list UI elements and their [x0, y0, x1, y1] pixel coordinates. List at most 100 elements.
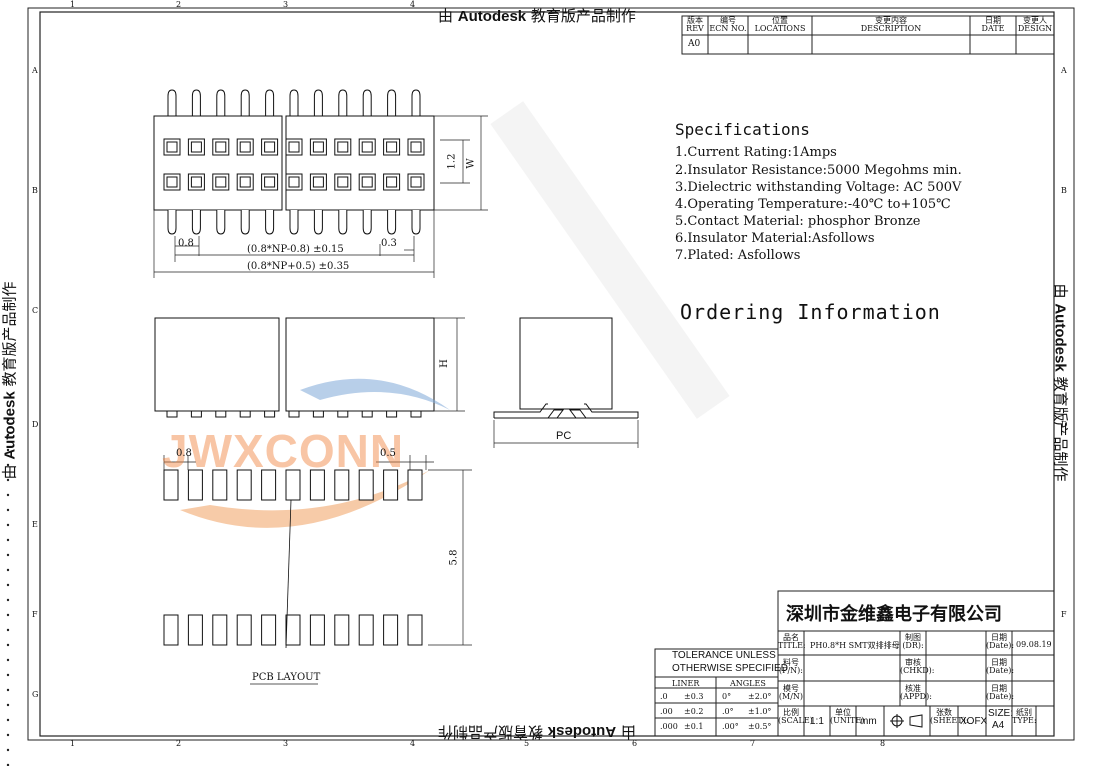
tol-dec: .00 [660, 707, 673, 716]
tol-lin: ±0.3 [684, 692, 704, 701]
border-mark: E [32, 520, 38, 529]
border-mark: B [1061, 186, 1067, 195]
dim-length-inner: (0.8*NP-0.8) ±0.15 [247, 244, 344, 255]
dim-pcb-rows: 5.8 [448, 549, 460, 566]
pin [338, 89, 348, 116]
tol-ang: 0° [722, 692, 732, 701]
border-mark: B [32, 186, 38, 195]
scale-value: 1:1 [810, 716, 824, 727]
margin-dot [6, 748, 10, 752]
dim-pin-width: 0.3 [381, 238, 397, 249]
spec-item: 1.Current Rating:1Amps [675, 145, 837, 160]
tolerance-title-2: OTHERWISE SPECIFIED [672, 663, 788, 674]
pcb-pad [236, 614, 252, 646]
border-mark: 4 [410, 739, 416, 748]
pin [167, 89, 177, 116]
border-mark: 5 [524, 739, 530, 748]
dim-pitch: 0.8 [178, 238, 194, 249]
margin-dot [6, 583, 10, 587]
margin-dot [6, 643, 10, 647]
pcb-pad [407, 469, 423, 501]
border-mark: 2 [176, 0, 182, 9]
margin-dot [6, 448, 10, 452]
size-value: A4 [992, 720, 1005, 731]
pcb-pad [407, 614, 423, 646]
dim-row-pitch: 1.2 [446, 153, 458, 170]
margin-dot [6, 658, 10, 662]
side-foot [337, 410, 349, 418]
pin [411, 89, 421, 116]
border-mark: 4 [410, 0, 416, 9]
contact-inner [166, 176, 178, 188]
margin-dot [6, 718, 10, 722]
pcb-pad [383, 614, 399, 646]
pcb-pad [358, 614, 374, 646]
tolerance-liner: LINER [672, 679, 700, 688]
pin [191, 210, 201, 235]
border-mark: G [32, 690, 39, 699]
pin [191, 89, 201, 116]
side-foot [386, 410, 398, 418]
border-mark: 1 [70, 0, 76, 9]
contact-inner [410, 176, 422, 188]
chkd-label: 审核(CHKD): [900, 658, 935, 675]
margin-dot [6, 703, 10, 707]
specifications-title: Specifications [675, 120, 810, 139]
mn-label: 模号(M/N) [778, 684, 804, 701]
diagonal-watermark [490, 101, 730, 419]
contact-inner [288, 141, 300, 153]
pin [387, 210, 397, 235]
end-view [493, 317, 639, 419]
pin [411, 210, 421, 235]
side-foot [215, 410, 227, 418]
dim-pcb-pad: 0.5 [380, 448, 396, 459]
contact-inner [239, 141, 251, 153]
margin-dot [6, 463, 10, 467]
pcb-pad [358, 469, 374, 501]
border-mark: 6 [632, 739, 638, 748]
top-dimensions [153, 115, 488, 278]
pn-label: 料号(P/N): [778, 658, 803, 675]
pin [313, 89, 323, 116]
border-mark: A [32, 66, 38, 75]
pcb-pad [212, 469, 228, 501]
top-view [153, 89, 435, 235]
contact-inner [337, 176, 349, 188]
tol-lin: ±0.1 [684, 722, 704, 731]
border-mark: 7 [750, 739, 756, 748]
margin-dot [6, 508, 10, 512]
watermark-left: 由 Autodesk 教育版产品制作 [0, 281, 19, 480]
spec-item: 3.Dielectric withstanding Voltage: AC 50… [675, 180, 962, 195]
rev-value: A0 [688, 39, 701, 49]
border-mark: 3 [283, 0, 289, 9]
date-value: 09.08.19 [1016, 640, 1052, 649]
tol-dec: .0 [660, 692, 668, 701]
border-mark: F [32, 610, 38, 619]
dim-pcb-pitch: 0.8 [176, 448, 192, 459]
margin-dot [6, 523, 10, 527]
dim-pc: PC [556, 430, 572, 442]
tolerance-title-1: TOLERANCE UNLESS [672, 650, 776, 661]
pcb-pad [163, 469, 179, 501]
tol-angtol: ±0.5° [748, 722, 772, 731]
pc-dimension [493, 420, 639, 448]
margin-dot [6, 763, 10, 766]
date-label: 日期(Date): [986, 658, 1015, 675]
height-dimension [434, 317, 465, 412]
spec-item: 6.Insulator Material:Asfollows [675, 231, 875, 246]
contact-inner [264, 176, 276, 188]
contact-inner [166, 141, 178, 153]
contact-inner [386, 141, 398, 153]
pin [289, 89, 299, 116]
pin [313, 210, 323, 235]
side-foot [361, 410, 373, 418]
watermark-right: 由 Autodesk 教育版产品制作 [1051, 283, 1070, 482]
contact-inner [312, 141, 324, 153]
tol-angtol: ±1.0° [748, 707, 772, 716]
pin [362, 89, 372, 116]
margin-dot [6, 598, 10, 602]
pin [362, 210, 372, 235]
